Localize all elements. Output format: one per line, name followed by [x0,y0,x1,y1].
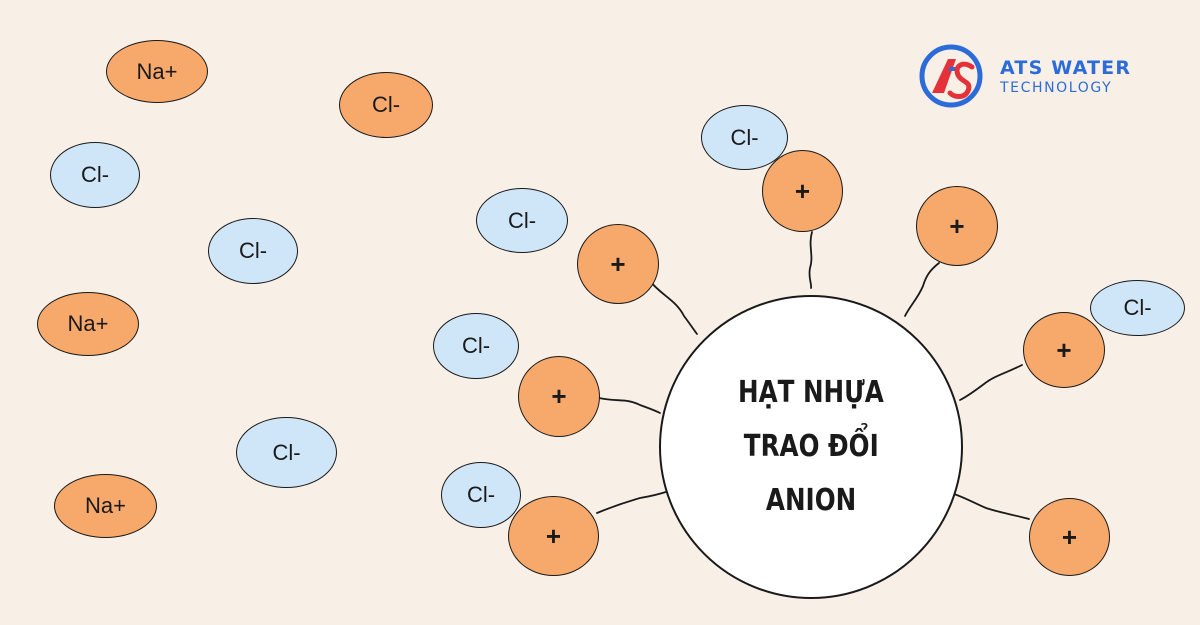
bound-ion-cl: Cl- [441,462,521,528]
exchange-site-positive: + [916,186,998,266]
tether-line [598,397,661,414]
bound-ion-cl: Cl- [701,105,788,170]
anion-exchange-resin-bead: HẠT NHỰA TRAO ĐỔI ANION [659,295,963,599]
bound-ion-cl: Cl- [433,313,519,379]
resin-label-line: TRAO ĐỔI [743,429,879,464]
tether-line [947,491,1030,520]
ats-water-logo: ATS WATER TECHNOLOGY [918,43,1148,109]
free-ion-cl: Cl- [208,218,298,284]
exchange-site-positive: + [508,496,599,576]
bound-ion-cl: Cl- [1090,280,1185,336]
ats-logo-mark-icon [919,44,983,108]
tether-line [959,364,1023,401]
exchange-site-positive: + [518,356,600,437]
logo-subtitle: TECHNOLOGY [1000,80,1113,96]
tether-line [596,490,670,514]
free-ion-cl: Cl- [339,72,433,138]
free-ion-cl: Cl- [50,142,140,208]
exchange-site-positive: + [1029,498,1110,576]
tether-line [904,262,940,317]
free-ion-na: Na+ [106,40,208,103]
free-ion-na: Na+ [54,474,157,538]
exchange-site-positive: + [762,150,843,232]
exchange-site-positive: + [577,224,659,304]
free-ion-na: Na+ [37,292,139,356]
tether-line [808,231,813,289]
exchange-site-positive: + [1023,312,1105,388]
logo-title: ATS WATER [1000,57,1132,79]
resin-label-line: HẠT NHỰA [738,375,884,410]
free-ion-cl: Cl- [236,417,337,488]
resin-label-line: ANION [765,483,857,518]
bound-ion-cl: Cl- [476,188,568,253]
tether-line [648,279,698,335]
